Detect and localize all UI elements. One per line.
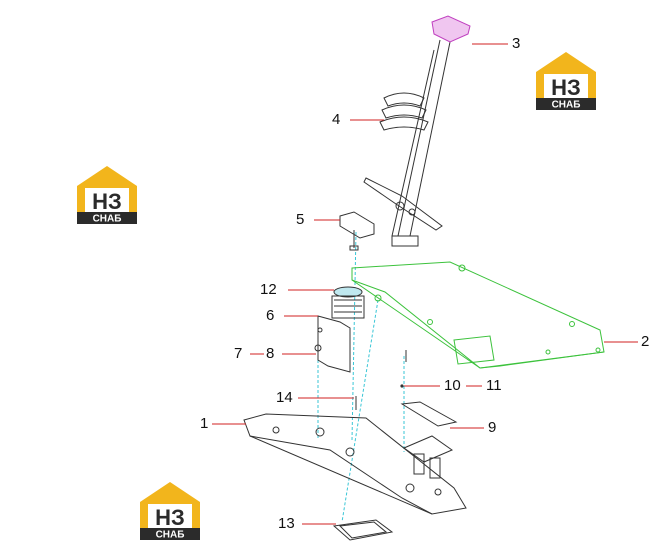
callout-6: 6 <box>266 307 274 324</box>
part-bolts <box>355 350 407 410</box>
part-base-plate <box>243 413 467 515</box>
logo-letters: НЗ <box>551 75 581 100</box>
logo-top-right: НЗ СНАБ <box>536 52 596 111</box>
callout-1: 1 <box>200 415 208 432</box>
callout-3: 3 <box>512 35 520 52</box>
logo-subtitle: СНАБ <box>156 530 185 541</box>
callout-14: 14 <box>276 389 293 406</box>
callout-12: 12 <box>260 281 277 298</box>
callout-8: 8 <box>266 345 274 362</box>
callout-11: 11 <box>486 377 502 394</box>
part-valve <box>331 286 365 319</box>
callout-9: 9 <box>488 419 496 436</box>
part-floor-plate <box>332 519 394 541</box>
callout-4: 4 <box>332 111 340 128</box>
lever-handle <box>431 15 471 43</box>
logo-left: НЗ СНАБ <box>77 166 137 225</box>
part-cab-frame <box>351 261 605 369</box>
lever-boot <box>379 92 429 131</box>
callout-13: 13 <box>278 515 295 532</box>
logo-letters: НЗ <box>92 189 122 214</box>
part-bracket <box>339 211 375 251</box>
callout-2: 2 <box>641 333 649 350</box>
logo-letters: НЗ <box>155 505 185 530</box>
logo-bottom: НЗ СНАБ <box>140 482 200 541</box>
callouts: 3 4 5 12 6 2 7 8 10 11 14 1 9 13 <box>200 35 649 532</box>
logo-subtitle: СНАБ <box>93 214 122 225</box>
callout-10: 10 <box>444 377 461 394</box>
logo-subtitle: СНАБ <box>552 100 581 111</box>
part-side-plate <box>314 315 351 373</box>
callout-5: 5 <box>296 211 304 228</box>
callout-7: 7 <box>234 345 242 362</box>
part-control-lever <box>363 15 471 247</box>
part-small-plate <box>400 401 458 427</box>
assembly-axes <box>317 231 405 523</box>
